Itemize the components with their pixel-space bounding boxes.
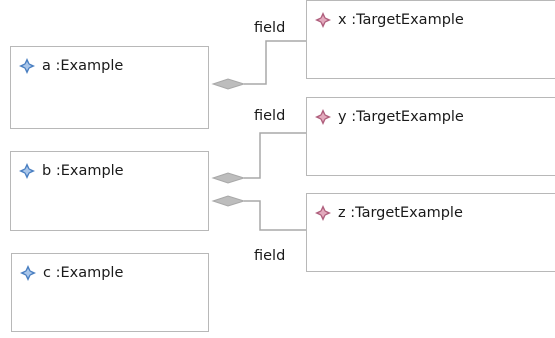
edge-label-field: field — [254, 108, 286, 124]
node-b-example[interactable]: b :Example — [10, 151, 209, 231]
blue-diamond-icon — [19, 163, 35, 179]
pink-diamond-icon — [315, 109, 331, 125]
node-z-target-example[interactable]: z :TargetExample — [306, 193, 555, 272]
node-y-label: y :TargetExample — [338, 109, 464, 125]
node-a-example[interactable]: a :Example — [10, 46, 209, 129]
blue-diamond-icon — [20, 265, 36, 281]
node-y-target-example[interactable]: y :TargetExample — [306, 97, 555, 176]
composition-diamond-icon — [211, 172, 246, 184]
node-c-example[interactable]: c :Example — [11, 253, 209, 332]
node-b-label: b :Example — [42, 163, 124, 179]
blue-diamond-icon — [19, 58, 35, 74]
node-c-label: c :Example — [43, 265, 124, 281]
composition-diamond-icon — [211, 195, 246, 207]
node-z-label: z :TargetExample — [338, 205, 463, 221]
pink-diamond-icon — [315, 12, 331, 28]
node-a-label: a :Example — [42, 58, 124, 74]
node-x-target-example[interactable]: x :TargetExample — [306, 0, 555, 79]
composition-diamond-icon — [211, 78, 246, 90]
pink-diamond-icon — [315, 205, 331, 221]
connector-b-y[interactable] — [211, 132, 306, 184]
connector-b-z[interactable] — [211, 195, 306, 231]
node-x-label: x :TargetExample — [338, 12, 464, 28]
connector-a-x[interactable] — [211, 40, 306, 90]
edge-label-field: field — [254, 248, 286, 264]
edge-label-field: field — [254, 20, 286, 36]
